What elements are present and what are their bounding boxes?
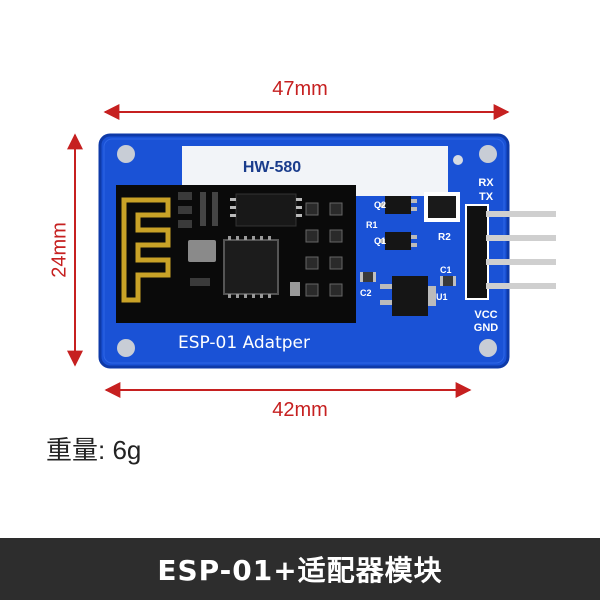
pin-label-gnd: GND [474,322,499,334]
mounting-hole [479,145,497,163]
regulator-u1 [380,276,436,316]
mounting-hole [117,339,135,357]
height-dimension-label: 24mm [48,222,71,278]
component-label-c2: C2 [360,288,372,298]
pin-label-tx: TX [479,191,494,203]
resistor-array [424,192,460,222]
depth-dimension-label: 42mm [272,399,328,421]
component-label-u1: U1 [436,292,448,302]
footer-title: ESP-01+适配器模块 [157,554,443,587]
esp01-module [116,185,356,323]
mounting-hole [479,339,497,357]
pin-label-rx: RX [478,177,494,189]
footer-banner: ESP-01+适配器模块 [0,538,600,600]
pin-label-vcc: VCC [474,309,497,321]
transistor-q2 [379,196,417,214]
component-label-q1: Q1 [374,236,386,246]
weight-text: 重量: 6g [46,435,142,465]
board-model-label: HW-580 [243,159,301,176]
transistor-q1 [379,232,417,250]
component-label-c1: C1 [440,265,452,275]
component-label-r2: R2 [438,232,451,243]
board-silkscreen-label: ESP-01 Adatper [178,333,310,353]
width-dimension-label: 47mm [272,78,328,100]
pin-header [465,204,556,300]
product-illustration: HW-580 ESP-01 Adatper RX TX VCC GND Q2 Q… [67,104,556,398]
adapter-board: HW-580 ESP-01 Adatper RX TX VCC GND Q2 Q… [98,133,556,369]
component-label-r1: R1 [366,220,378,230]
capacitor-c1 [440,276,456,286]
component-label-q2: Q2 [374,200,386,210]
capacitor-c2 [360,272,376,282]
mounting-hole [117,145,135,163]
